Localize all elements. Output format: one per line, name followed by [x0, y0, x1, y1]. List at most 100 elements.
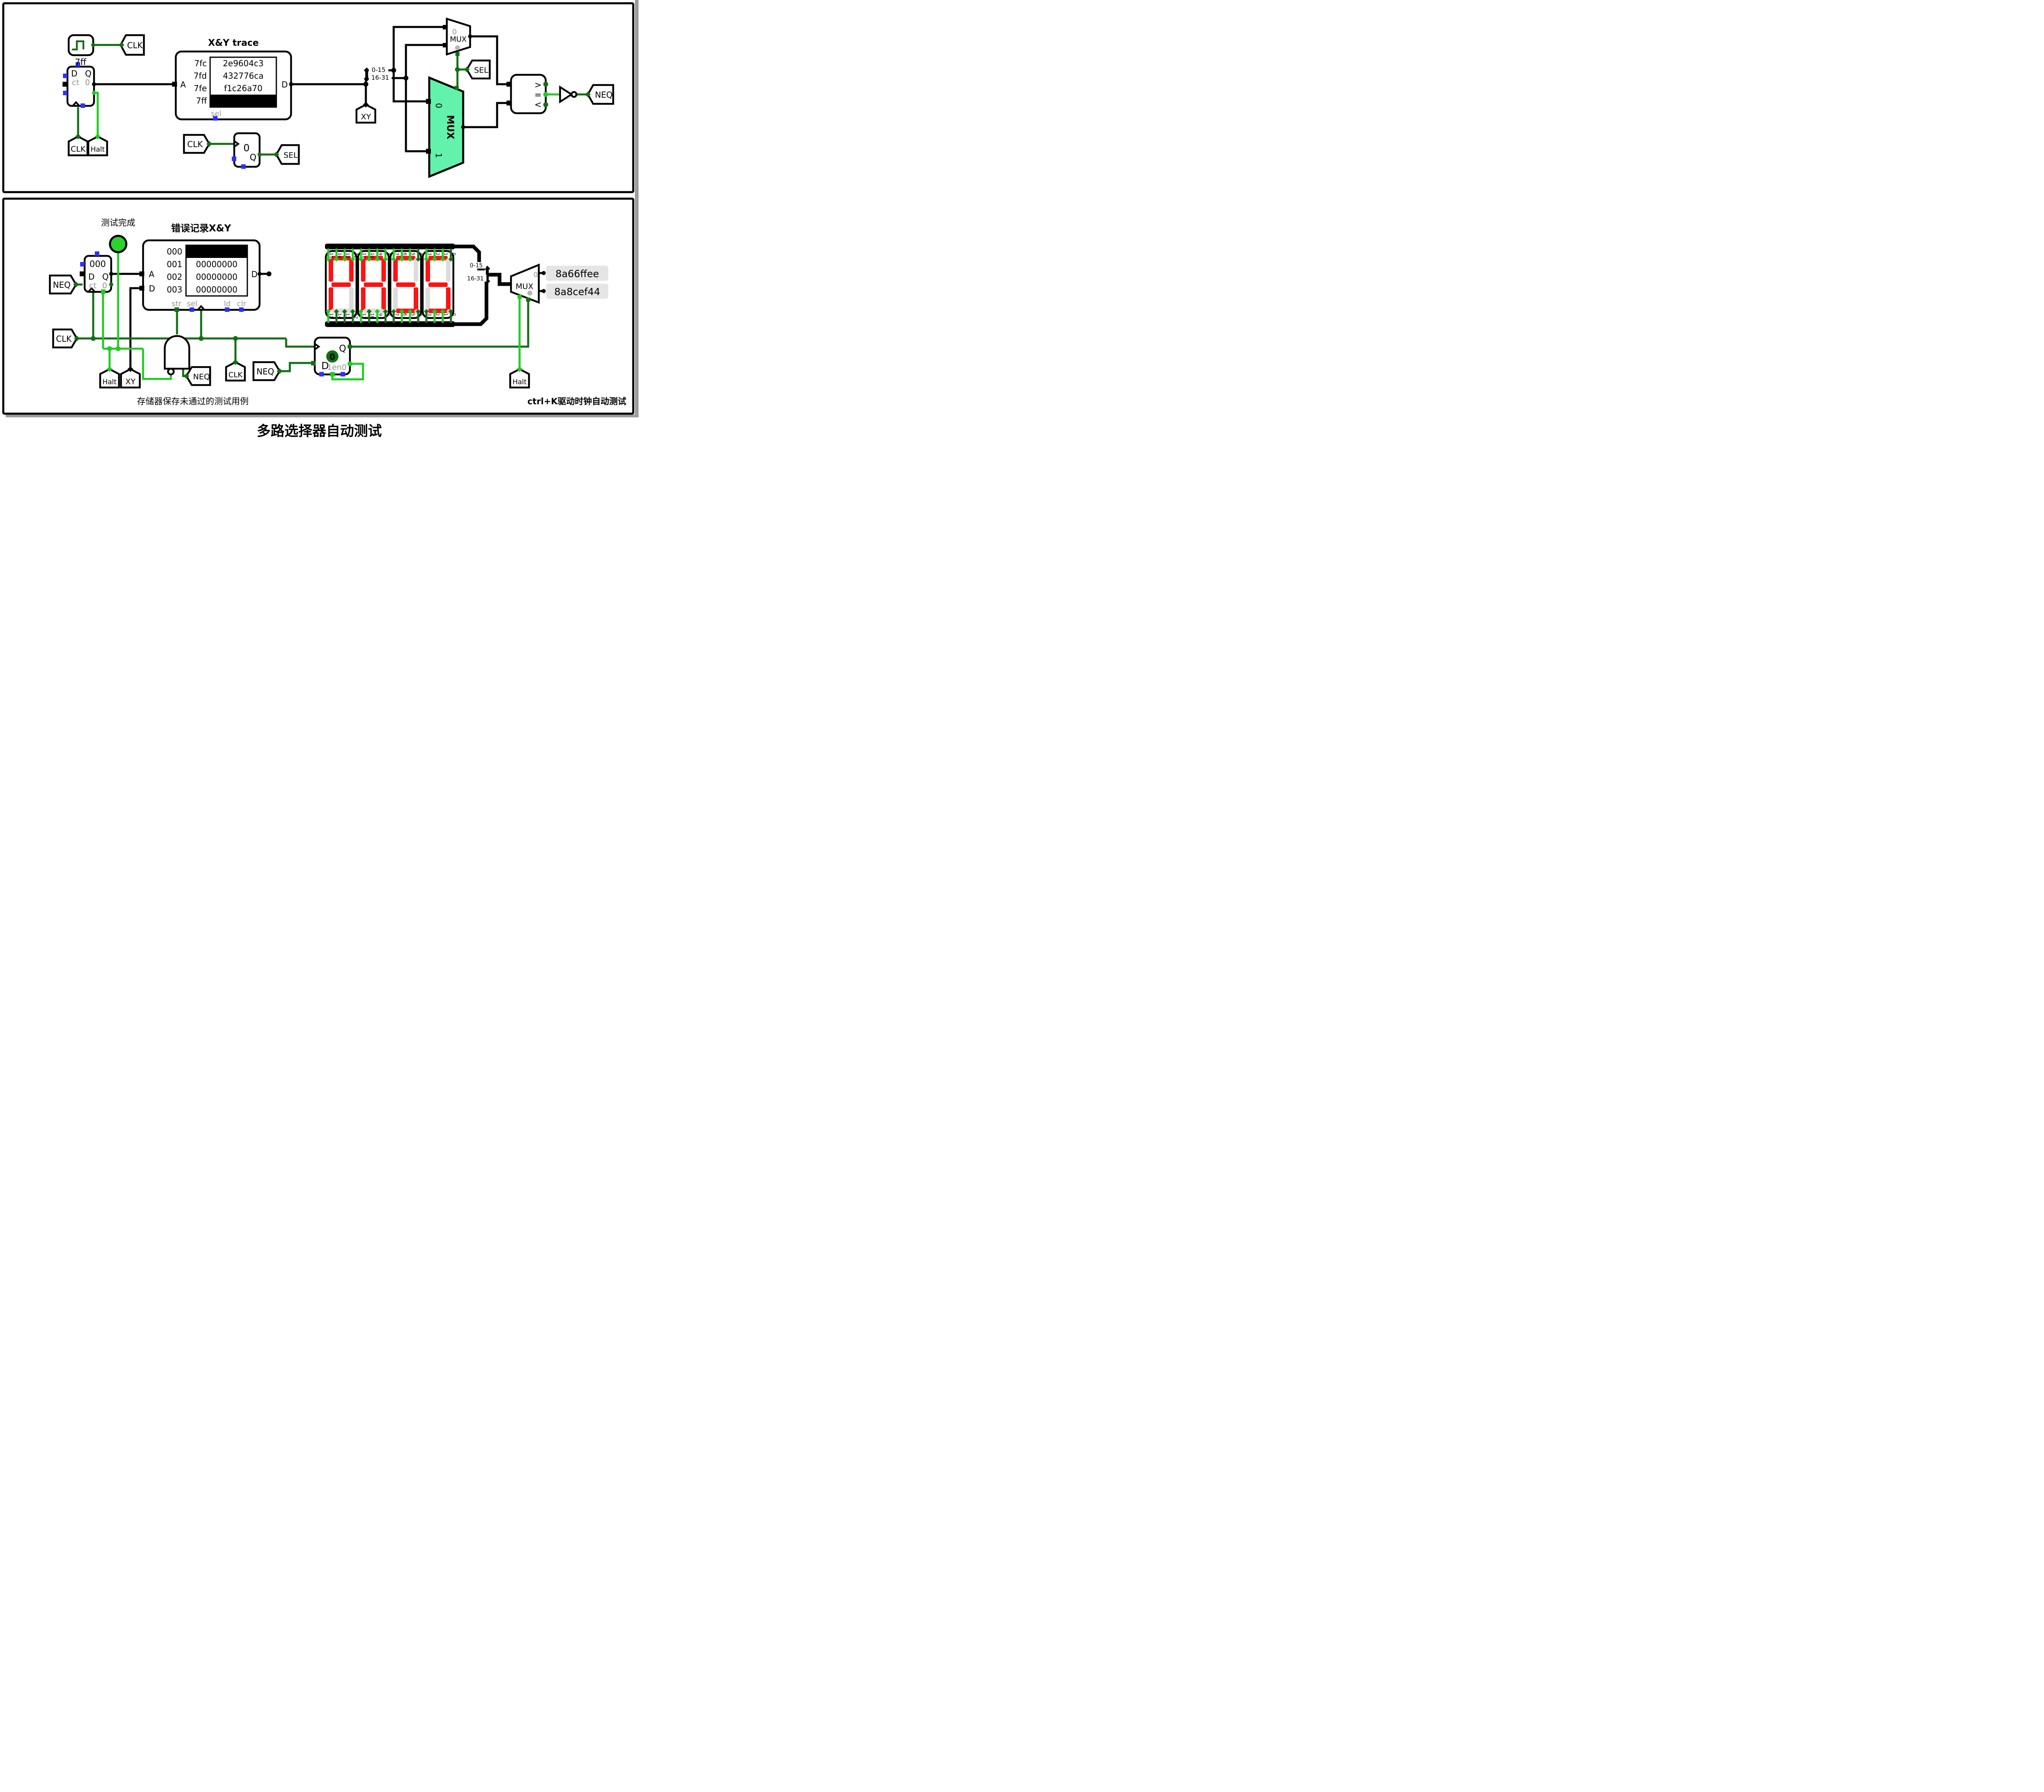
- segment-c: [446, 287, 450, 310]
- tunnel-halt-2[interactable]: Halt: [99, 366, 120, 389]
- probe-pattern-2[interactable]: 8a8cef44: [546, 284, 608, 299]
- probe-pattern-1[interactable]: 8a66ffee: [546, 266, 608, 281]
- wire-neq-to-ffD[interactable]: [280, 362, 313, 372]
- and-gate[interactable]: [164, 335, 191, 376]
- clock-chevron-icon: [233, 140, 240, 148]
- pin-diamond-icon: [408, 309, 412, 314]
- segment-b: [446, 259, 450, 282]
- pin-str: [175, 307, 179, 312]
- mux-under-test[interactable]: 0 1 MUX: [426, 76, 465, 178]
- pin-top: [95, 251, 99, 256]
- pin-number-bottom: 5: [410, 313, 416, 316]
- bus-splitter[interactable]: 0-15 16-31: [364, 66, 392, 82]
- wire-ffQ-to-mux[interactable]: [350, 301, 529, 348]
- pin-clr: [239, 307, 244, 312]
- wire-muxdut-to-comp[interactable]: [463, 102, 508, 128]
- tunnel-diamond-icon: [277, 368, 282, 374]
- pin-number-bottom: 13: [345, 313, 350, 319]
- tunnel-neq-2[interactable]: NEQ: [49, 274, 79, 295]
- tunnel-sel-1[interactable]: SEL: [464, 59, 491, 80]
- wire-muxref-to-comp[interactable]: [470, 35, 508, 85]
- tunnel-xy-2[interactable]: XY: [120, 366, 141, 389]
- bottom-panel-border: [2, 197, 634, 415]
- wire-xy-to-memD[interactable]: [129, 287, 141, 369]
- tunnel-label: NEQ: [256, 367, 274, 376]
- tunnel-label: NEQ: [53, 280, 70, 290]
- probe-value: 8a66ffee: [556, 268, 599, 280]
- tunnel-clk-3[interactable]: CLK: [183, 134, 212, 154]
- tunnel-diamond-icon: [184, 373, 189, 379]
- wire-ff-en-feedback[interactable]: [331, 363, 364, 381]
- dut-in1-label: 1: [434, 153, 444, 158]
- dut-in0-label: 0: [434, 103, 444, 108]
- tunnel-neq-1[interactable]: NEQ: [585, 84, 614, 105]
- pin-number-top: 15: [329, 253, 334, 258]
- done-led[interactable]: [109, 235, 128, 253]
- mux-reference[interactable]: 0 MUX: [443, 17, 472, 56]
- port-q: Q: [250, 152, 257, 162]
- enable-flipflop[interactable]: Q 0 D 1en0: [311, 336, 352, 376]
- tunnel-clk-4[interactable]: CLK: [52, 328, 80, 349]
- clock-chevron-icon: [72, 101, 80, 107]
- tunnel-diamond-icon: [585, 92, 591, 97]
- comparator[interactable]: > = <: [507, 74, 548, 114]
- seven-seg-digit[interactable]: [389, 250, 422, 319]
- seven-segment-display[interactable]: [325, 250, 455, 319]
- pin-diamond-icon: [391, 309, 396, 314]
- mux-output[interactable]: 0 MUX: [510, 263, 546, 304]
- port-d: D: [282, 80, 288, 90]
- pin-in1: [443, 43, 447, 47]
- pin-diamond-icon: [424, 309, 429, 314]
- pin-number-top: 10: [370, 253, 375, 258]
- segment-d: [428, 309, 448, 313]
- select-dot-icon: [527, 291, 532, 296]
- tunnel-halt-1[interactable]: Halt: [87, 134, 108, 157]
- pin-number-bottom: 10: [370, 313, 375, 319]
- tunnel-clk-5[interactable]: CLK: [225, 359, 246, 382]
- pin-diamond-icon: [391, 257, 396, 262]
- not-gate[interactable]: [559, 85, 578, 104]
- bus-splitter-2[interactable]: 0-15 16-31: [464, 262, 490, 284]
- memory-address: 7fc: [194, 58, 207, 68]
- pin-diamond-icon: [383, 309, 388, 314]
- pin-d-in: [139, 286, 144, 291]
- pin-diamond-icon: [432, 257, 437, 262]
- wire-to-gate-bubble[interactable]: [142, 349, 172, 380]
- bus-merged-to-mux[interactable]: [487, 273, 511, 286]
- pin-number-top: 3: [427, 253, 432, 255]
- pin-diamond-icon: [448, 309, 453, 314]
- done-label: 测试完成: [101, 218, 135, 228]
- segment-c: [349, 287, 354, 310]
- segment-c: [381, 287, 386, 310]
- tunnel-halt-3[interactable]: Halt: [509, 366, 530, 389]
- test-counter[interactable]: 7ff D Q ct 0: [63, 57, 96, 108]
- tunnel-neq-3[interactable]: NEQ: [184, 366, 211, 386]
- pin-number-bottom: 7: [394, 313, 399, 316]
- segment-b: [381, 259, 386, 282]
- clock-component[interactable]: [67, 34, 95, 56]
- tunnel-sel-2[interactable]: SEL: [273, 144, 300, 165]
- error-counter[interactable]: 000 D Q ct 0: [80, 251, 113, 294]
- mux-in0-label: 0: [533, 271, 538, 279]
- tunnel-neq-4[interactable]: NEQ: [252, 361, 282, 381]
- memory-value: 00000000: [196, 284, 238, 294]
- clock-chevron-icon: [314, 343, 320, 350]
- pin-top: [76, 62, 80, 67]
- port-a: A: [180, 80, 186, 90]
- sel-flipflop[interactable]: 0 Q: [232, 132, 262, 169]
- seven-seg-digit[interactable]: [357, 250, 390, 319]
- pin-diamond-icon: [342, 257, 347, 262]
- tunnel-label: Halt: [103, 378, 117, 386]
- splitter-hi-label: 0-15: [372, 66, 385, 74]
- segment-g: [428, 282, 448, 287]
- tunnel-diamond-icon: [119, 42, 124, 48]
- tunnel-xy-1[interactable]: XY: [355, 102, 377, 124]
- tunnel-clk-1[interactable]: CLK: [119, 34, 145, 56]
- seven-seg-digit[interactable]: [325, 250, 358, 319]
- seven-seg-digit[interactable]: [421, 250, 455, 319]
